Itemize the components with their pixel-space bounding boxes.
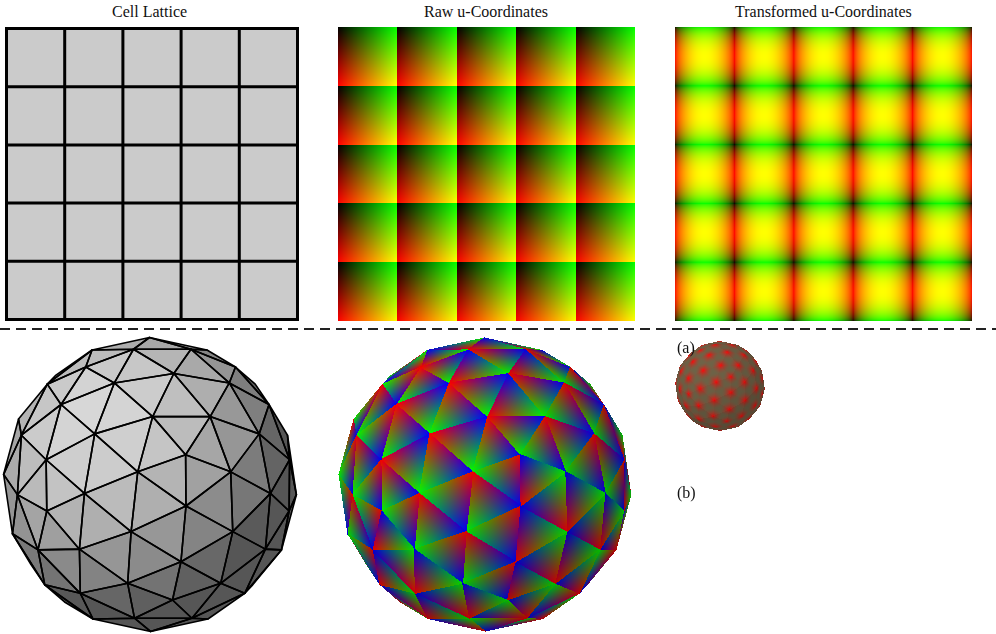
column-heading: Raw u-Coordinates (424, 3, 548, 21)
column-heading: Cell Lattice (112, 3, 187, 21)
patch-a (829, 338, 970, 479)
sphere-b (672, 508, 768, 604)
cell-lattice (5, 27, 299, 321)
panel-letter: (a) (677, 339, 695, 357)
raw-coordinates-grid (338, 27, 635, 321)
raw-coordinates-sphere (335, 335, 635, 634)
mesh-sphere (0, 335, 300, 634)
transformed-coordinates-grid (675, 27, 972, 321)
panel-letter: (b) (677, 484, 696, 502)
column-heading: Transformed u-Coordinates (735, 3, 912, 21)
patch-b (829, 491, 970, 632)
